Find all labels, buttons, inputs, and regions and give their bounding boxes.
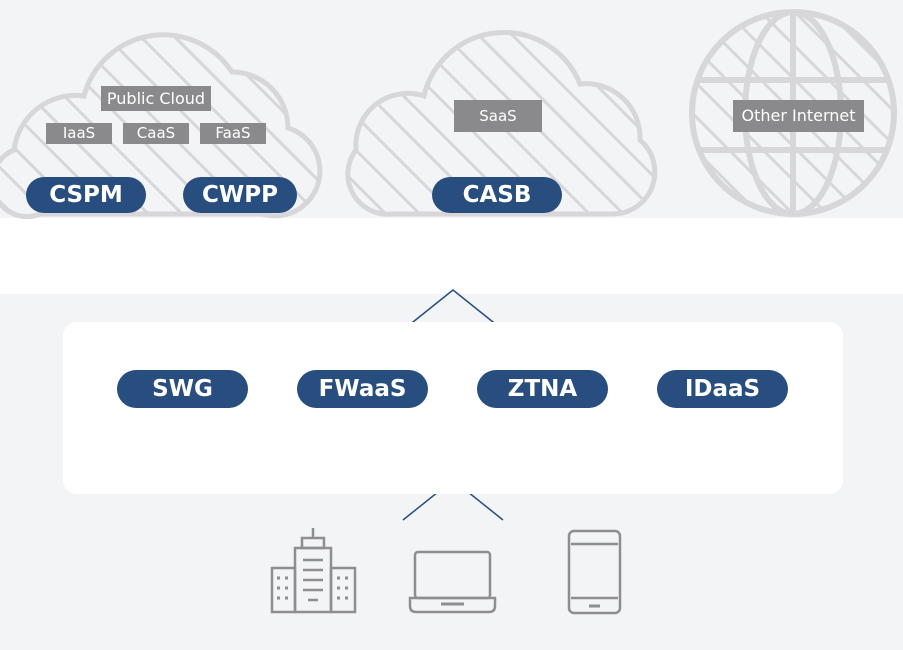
swg-pill: SWG xyxy=(117,370,248,408)
other-internet-tag: Other Internet xyxy=(733,100,864,132)
cspm-pill: CSPM xyxy=(26,177,146,213)
edge-services-panel xyxy=(63,322,843,494)
laptop-icon xyxy=(408,550,497,614)
faas-tag: FaaS xyxy=(200,123,266,144)
tablet-icon xyxy=(567,529,622,615)
public-cloud-label: Public Cloud xyxy=(101,86,211,111)
fwaas-pill: FWaaS xyxy=(297,370,428,408)
caas-tag: CaaS xyxy=(123,123,189,144)
idaas-pill: IDaaS xyxy=(657,370,788,408)
ztna-pill: ZTNA xyxy=(477,370,608,408)
iaas-tag: IaaS xyxy=(46,123,112,144)
connector-arrow-top xyxy=(402,289,504,331)
building-icon xyxy=(270,528,357,614)
cwpp-pill: CWPP xyxy=(183,177,297,213)
divider-band xyxy=(0,218,903,294)
saas-tag: SaaS xyxy=(454,100,542,132)
casb-pill: CASB xyxy=(432,177,562,213)
